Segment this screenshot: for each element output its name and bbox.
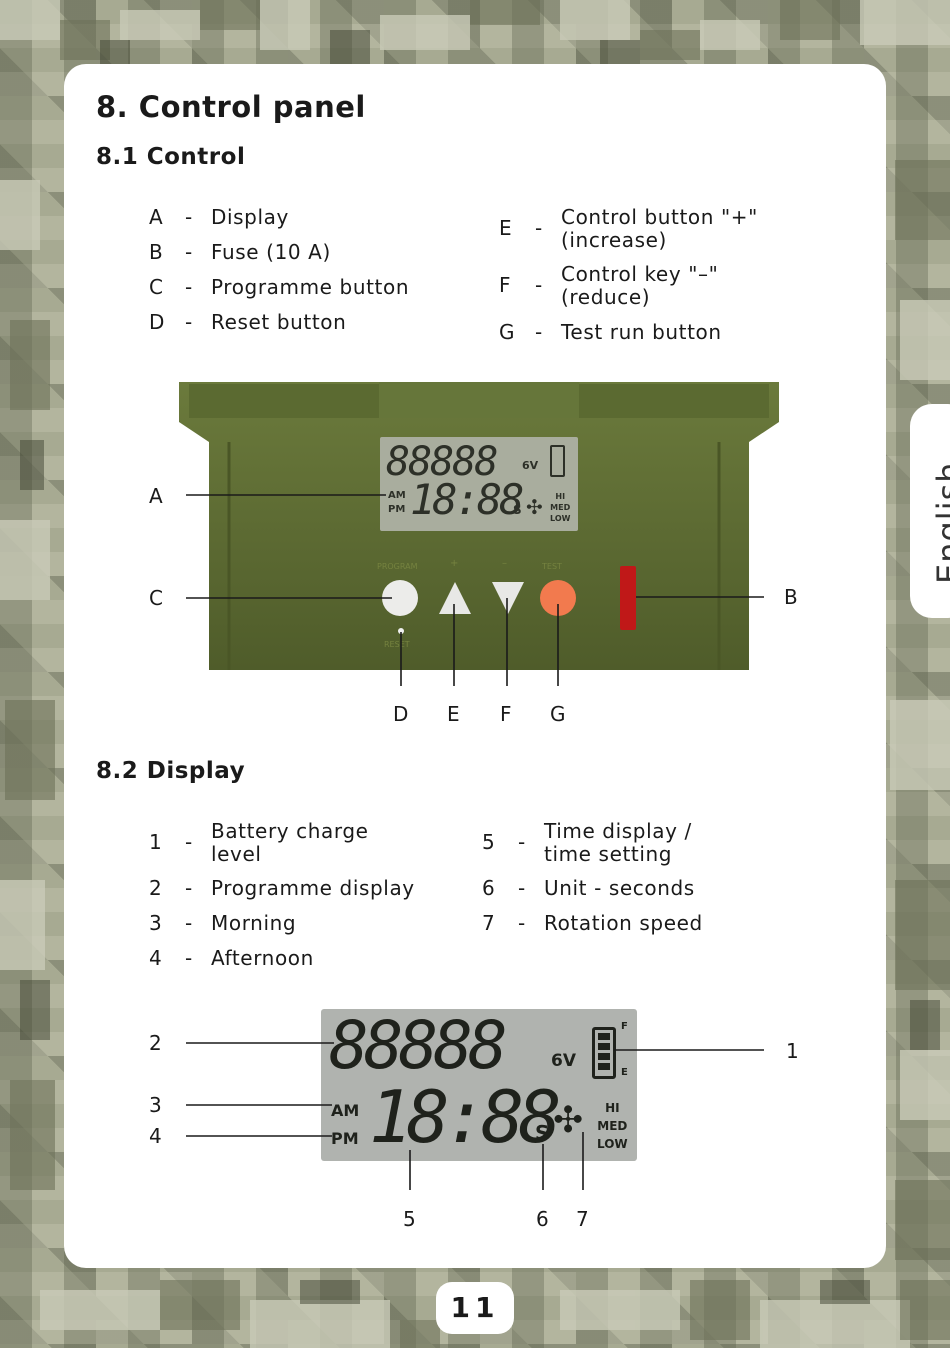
callout-6: 6 (536, 1207, 549, 1231)
page-number: 11 (436, 1282, 514, 1334)
am-indicator: AM (331, 1101, 360, 1120)
callout-b: B (784, 585, 798, 609)
callout-2: 2 (149, 1031, 162, 1055)
fuse (620, 566, 636, 630)
photo-display-time: 18:88 (410, 475, 524, 524)
lcd-display: 88888 6V F E AM PM 18:88 S ✣ HI MED LOW (321, 1009, 637, 1161)
minus-button[interactable] (490, 580, 526, 616)
callout-4: 4 (149, 1124, 162, 1148)
section-display-title: 8.2 Display (96, 758, 246, 784)
control-callout-lines (186, 494, 764, 686)
voltage-label: 6V (551, 1051, 576, 1071)
reset-button[interactable] (398, 628, 404, 634)
language-tab-label: English (930, 461, 950, 584)
callout-5: 5 (403, 1207, 416, 1231)
seconds-unit: S (535, 1121, 550, 1145)
programme-segments: 88888 (329, 1007, 508, 1084)
callout-e: E (447, 702, 460, 726)
callout-3: 3 (149, 1093, 162, 1117)
time-display: 18:88 (369, 1075, 562, 1159)
plus-button[interactable] (437, 580, 473, 616)
battery-icon (592, 1027, 616, 1079)
language-tab[interactable]: English (910, 404, 950, 618)
fan-icon: ✣ (553, 1100, 584, 1141)
display-callout-lines (186, 1042, 764, 1190)
callout-d: D (393, 702, 409, 726)
pm-indicator: PM (331, 1129, 359, 1148)
callout-f: F (500, 702, 512, 726)
photo-fan-icon: ✣ (526, 495, 543, 519)
callout-7: 7 (576, 1207, 589, 1231)
photo-display-segments: 88888 (386, 439, 498, 485)
page-card: 8. Control panel 8.1 Control A - Display… (64, 64, 886, 1268)
section-control-title: 8.1 Control (96, 144, 246, 170)
callout-c: C (149, 586, 163, 610)
callout-a: A (149, 484, 163, 508)
rotation-speed-levels: HI MED LOW (597, 1101, 628, 1151)
page-title: 8. Control panel (96, 90, 366, 124)
callout-1: 1 (786, 1039, 799, 1063)
callout-g: G (550, 702, 566, 726)
photo-battery-icon (550, 445, 565, 477)
